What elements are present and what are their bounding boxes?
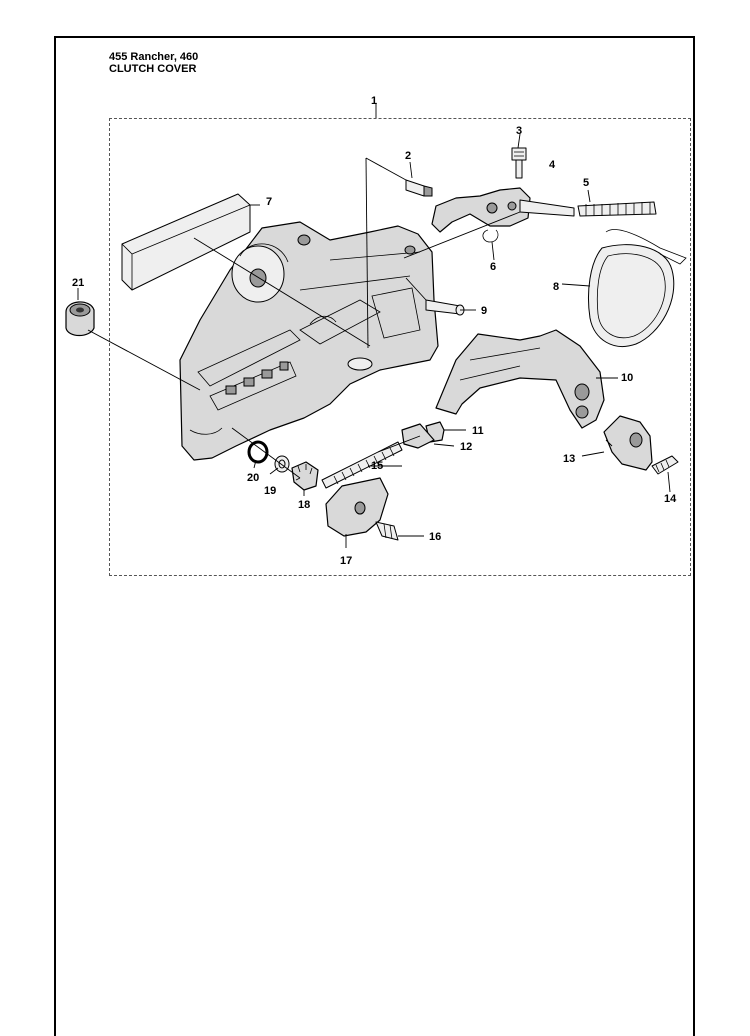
callout-3: 3 [516, 125, 522, 137]
callout-7: 7 [266, 196, 272, 208]
cover-part [325, 477, 389, 537]
callout-15: 15 [371, 460, 383, 472]
pin-part [405, 179, 433, 197]
callout-17: 17 [340, 555, 352, 567]
clutch-cover-housing [179, 221, 439, 461]
bar-guide-part [435, 329, 605, 429]
leader-lines [77, 104, 671, 548]
washer-part [274, 455, 290, 473]
spring-part [577, 201, 657, 217]
callout-16: 16 [429, 531, 441, 543]
callout-12: 12 [460, 441, 472, 453]
chain-catcher-part [603, 415, 653, 471]
buffer-part [65, 301, 95, 337]
callout-21: 21 [72, 277, 84, 289]
brake-band-part [588, 229, 687, 347]
brake-lever-part [431, 187, 575, 233]
callout-4: 4 [549, 159, 556, 171]
callout-9: 9 [481, 305, 487, 317]
callout-14: 14 [664, 493, 677, 505]
callout-11: 11 [472, 425, 484, 437]
tensioner-screw-part [321, 441, 403, 489]
callout-18: 18 [298, 499, 310, 511]
callout-5: 5 [583, 177, 589, 189]
o-ring-part [247, 440, 269, 464]
callout-10: 10 [621, 372, 633, 384]
tensioner-nut-part [401, 423, 435, 449]
screw-16-part [375, 521, 399, 541]
page-frame [54, 36, 695, 1036]
section-title: CLUTCH COVER [109, 63, 197, 75]
screw-3-part [511, 147, 527, 179]
sleeve-part [425, 299, 465, 316]
callout-19: 19 [264, 485, 276, 497]
callout-8: 8 [553, 281, 559, 293]
decal-part [121, 193, 251, 291]
assembly-boundary [109, 118, 691, 576]
callout-2: 2 [405, 150, 411, 162]
circlip-part [482, 229, 499, 243]
screw-14-part [651, 455, 679, 475]
model-title: 455 Rancher, 460 [109, 51, 199, 63]
callout-6: 6 [490, 261, 496, 273]
callout-13: 13 [563, 453, 575, 465]
callout-1: 1 [371, 95, 377, 107]
gear-part [291, 461, 319, 491]
callout-20: 20 [247, 472, 259, 484]
